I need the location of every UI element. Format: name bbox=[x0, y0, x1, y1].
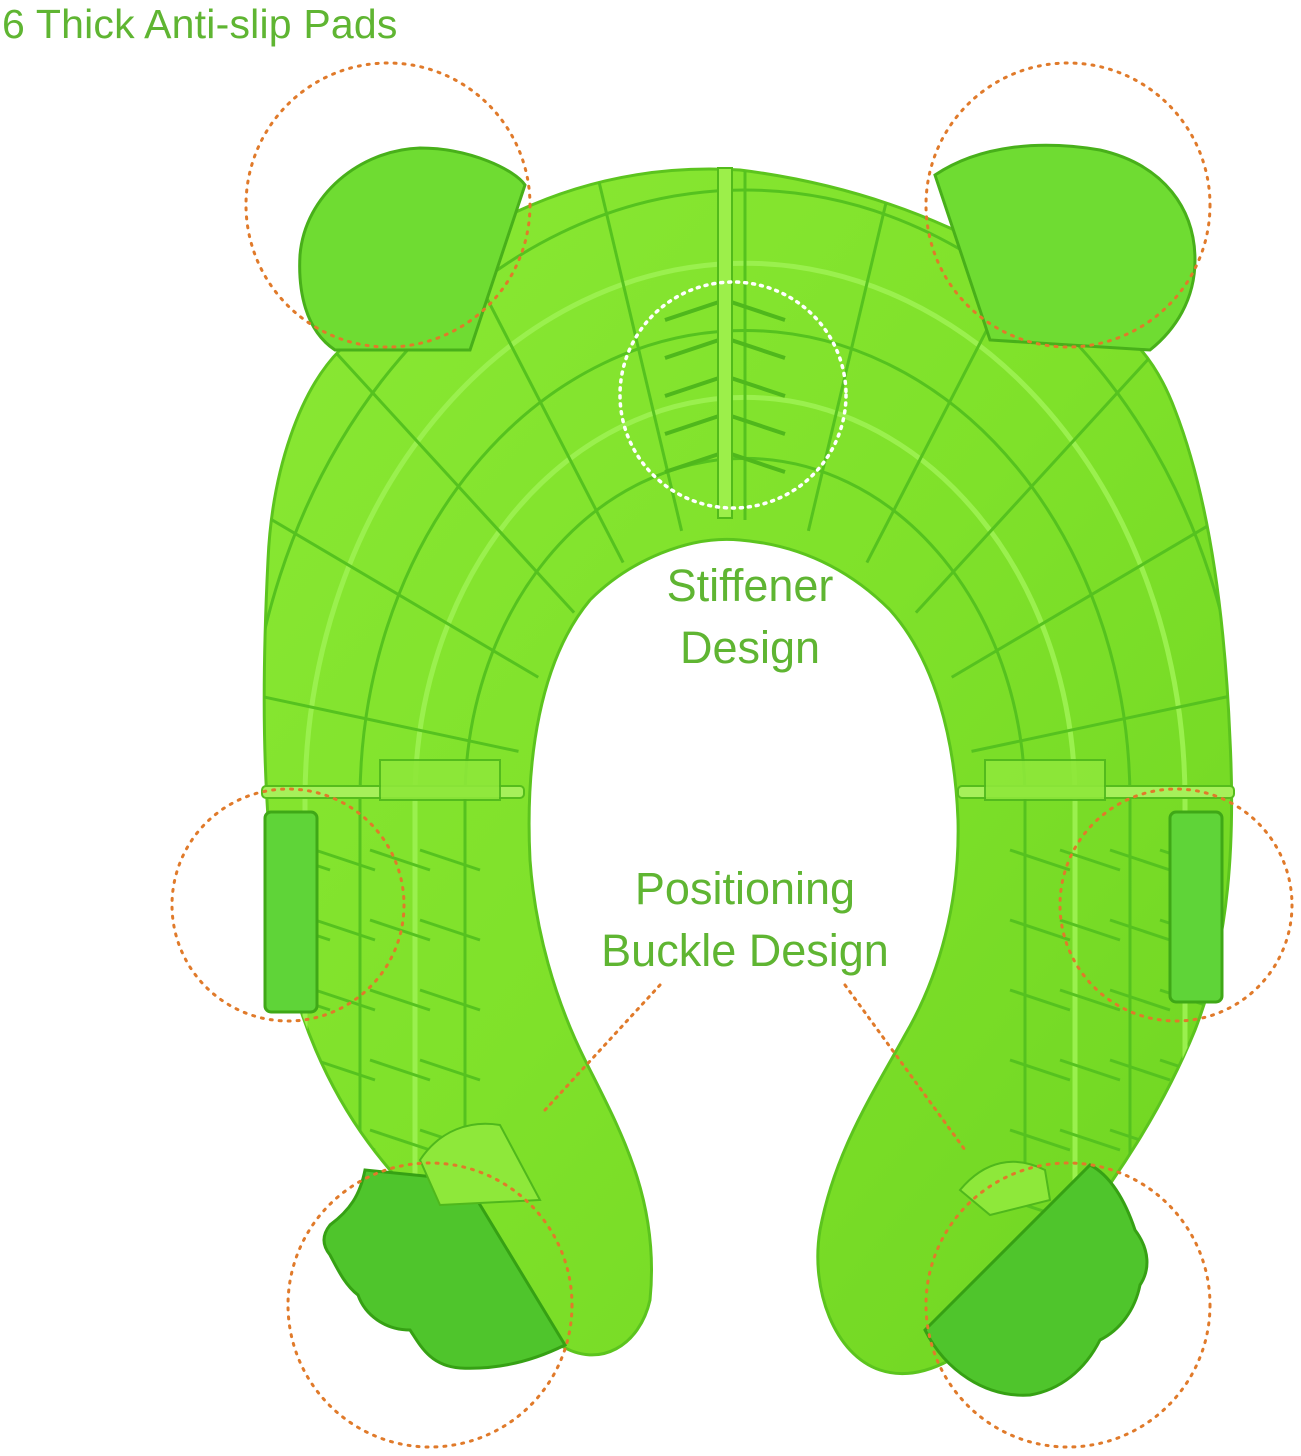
rib-crossbar bbox=[369, 1128, 431, 1152]
rib-crossbar bbox=[1059, 918, 1121, 942]
callout-positioning-line2: Buckle Design bbox=[601, 925, 889, 976]
rib-crossbar bbox=[369, 1058, 431, 1082]
anti-slip-pad-mid-right bbox=[1168, 810, 1224, 1004]
rib-strut bbox=[806, 169, 901, 532]
rib-crossbar bbox=[419, 848, 481, 872]
rib-crossbar bbox=[1059, 988, 1121, 1012]
title-anti-slip-pads: 6 Thick Anti-slip Pads bbox=[2, 1, 398, 47]
rib-strut bbox=[264, 500, 540, 679]
anti-slip-pad-bottom-left bbox=[322, 1122, 568, 1370]
rib-strut bbox=[264, 680, 519, 753]
callout-stiffener-line1: Stiffener bbox=[666, 560, 834, 611]
callout-positioning-buckle-design: Positioning Buckle Design bbox=[545, 858, 945, 982]
center-hinge bbox=[717, 167, 733, 519]
rib-crossbar bbox=[1009, 848, 1071, 872]
rib-strut bbox=[971, 680, 1232, 753]
rib-crossbar bbox=[314, 988, 376, 1012]
rib-crossbar bbox=[314, 848, 376, 872]
anti-slip-pad-top-right bbox=[933, 143, 1197, 352]
rib-crossbar bbox=[269, 1198, 331, 1222]
rib-strut bbox=[950, 500, 1232, 679]
rib-crossbar bbox=[1059, 1058, 1121, 1082]
pad-circle-mid-right bbox=[1058, 787, 1294, 1023]
rib-crossbar bbox=[1009, 1058, 1071, 1082]
rib-crossbar bbox=[1109, 918, 1171, 942]
hinge-right bbox=[957, 759, 1235, 801]
rib-crossbar bbox=[369, 918, 431, 942]
rib-crossbar bbox=[1159, 1128, 1221, 1152]
rib-strut bbox=[914, 343, 1163, 614]
anti-slip-pad-bottom-right bbox=[923, 1160, 1149, 1397]
rib-crossbar bbox=[1109, 848, 1171, 872]
rib-strut bbox=[327, 343, 576, 614]
callout-positioning-line1: Positioning bbox=[634, 863, 856, 914]
pad-highlight-circles bbox=[170, 61, 1294, 1449]
rib-crossbar bbox=[419, 988, 481, 1012]
rib-crossbar bbox=[269, 1128, 331, 1152]
pad-circle-top-left bbox=[244, 61, 532, 349]
rib-crossbar bbox=[1059, 1128, 1121, 1152]
anti-slip-pad-top-left bbox=[298, 146, 527, 352]
rib-crossbar bbox=[1159, 1198, 1221, 1222]
pad-circle-mid-left bbox=[170, 787, 406, 1023]
rib-crossbar bbox=[1109, 1058, 1171, 1082]
buckle-leader-lines bbox=[543, 983, 967, 1152]
rib-crossbar bbox=[314, 1058, 376, 1082]
rib-crossbar bbox=[369, 848, 431, 872]
rib-crossbar bbox=[419, 1058, 481, 1082]
rib-crossbar bbox=[1109, 988, 1171, 1012]
rib-crossbar bbox=[1009, 1128, 1071, 1152]
rib-crossbar bbox=[369, 988, 431, 1012]
rib-crossbar bbox=[269, 1268, 331, 1292]
rib-crossbar bbox=[419, 918, 481, 942]
pad-circle-bottom-left bbox=[286, 1161, 574, 1449]
pad-circle-bottom-right bbox=[924, 1161, 1212, 1449]
callout-stiffener-design: Stiffener Design bbox=[600, 555, 900, 679]
rib-strut bbox=[589, 169, 684, 532]
rib-crossbar bbox=[314, 918, 376, 942]
stiffener-highlight-circle bbox=[618, 280, 848, 510]
anti-slip-pad-mid-left bbox=[263, 810, 319, 1014]
rib-crossbar bbox=[1159, 1268, 1221, 1292]
rib-crossbar bbox=[1009, 988, 1071, 1012]
pad-circle-top-right bbox=[924, 61, 1212, 349]
hinge-left bbox=[261, 759, 525, 801]
callout-stiffener-line2: Design bbox=[679, 622, 821, 673]
rib-crossbar bbox=[1059, 848, 1121, 872]
rib-crossbar bbox=[1009, 918, 1071, 942]
